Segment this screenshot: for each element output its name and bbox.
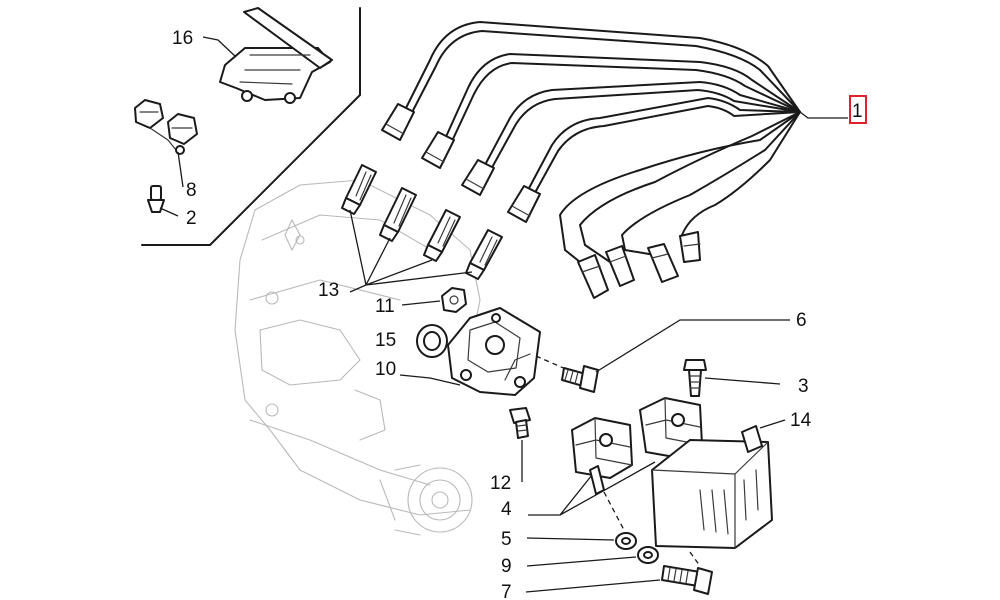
leader-1 <box>799 111 848 119</box>
ignition-module-10[interactable] <box>447 307 541 396</box>
o-ring-15[interactable] <box>416 324 448 358</box>
lead-boots-lower <box>577 231 701 299</box>
pulley <box>379 464 473 536</box>
callout-3: 3 <box>798 376 809 397</box>
coil-cover-14[interactable] <box>651 425 773 549</box>
callout-5: 5 <box>501 529 512 550</box>
callout-4: 4 <box>501 499 512 520</box>
wire-clip-8[interactable] <box>134 99 198 155</box>
screw-2[interactable] <box>147 185 165 213</box>
leader-2 <box>159 207 179 217</box>
callout-labels: 16 8 2 13 11 15 10 12 4 5 9 7 6 3 14 1 <box>172 28 863 600</box>
spark-plug-a <box>341 164 377 215</box>
spark-plug-leads-1[interactable] <box>381 21 801 299</box>
washer-9[interactable] <box>637 546 659 564</box>
ignition-coil-a <box>571 417 633 495</box>
screw-3[interactable] <box>683 359 707 397</box>
callout-6: 6 <box>796 310 807 331</box>
leader-7 <box>525 579 661 593</box>
callout-12: 12 <box>490 473 511 494</box>
leader-13 <box>349 209 473 293</box>
leader-5 <box>526 537 615 541</box>
callout-14: 14 <box>790 410 812 431</box>
leader-14 <box>759 419 786 429</box>
leader-8 <box>177 151 184 188</box>
leader-10 <box>399 374 461 386</box>
engine-block <box>234 179 481 516</box>
leader-3 <box>704 377 781 385</box>
wire-bracket-16[interactable] <box>219 7 333 104</box>
callout-8: 8 <box>186 180 197 201</box>
highlight-box-1 <box>849 95 867 124</box>
callout-2: 2 <box>186 208 197 229</box>
callout-13: 13 <box>318 280 339 301</box>
callout-10: 10 <box>375 359 396 380</box>
leader-6 <box>595 319 790 373</box>
bolt-7[interactable] <box>661 565 713 595</box>
callout-16: 16 <box>172 28 193 49</box>
leader-9 <box>526 556 637 567</box>
callout-9: 9 <box>501 556 512 577</box>
leader-16 <box>202 36 237 58</box>
callout-15: 15 <box>375 330 396 351</box>
spark-plug-d <box>465 229 503 280</box>
axis-dash-2 <box>603 491 625 531</box>
bolt-12[interactable] <box>509 407 531 439</box>
spark-plugs-13[interactable] <box>341 164 503 280</box>
leader-11 <box>401 300 441 306</box>
leader-4 <box>528 461 656 516</box>
washer-5[interactable] <box>615 532 637 550</box>
callout-1: 1 <box>852 101 863 122</box>
axis-dash-3 <box>689 551 701 567</box>
spark-plug-c <box>423 209 461 262</box>
lead-boots-top <box>381 103 541 223</box>
callout-11: 11 <box>375 296 395 317</box>
nut-11[interactable] <box>441 287 467 313</box>
axis-dash <box>535 355 569 371</box>
ignition-leads <box>399 21 801 271</box>
inset-border <box>141 7 361 246</box>
spark-plug-b <box>379 187 417 242</box>
bolt-6[interactable] <box>561 365 599 393</box>
callout-7: 7 <box>501 582 512 600</box>
